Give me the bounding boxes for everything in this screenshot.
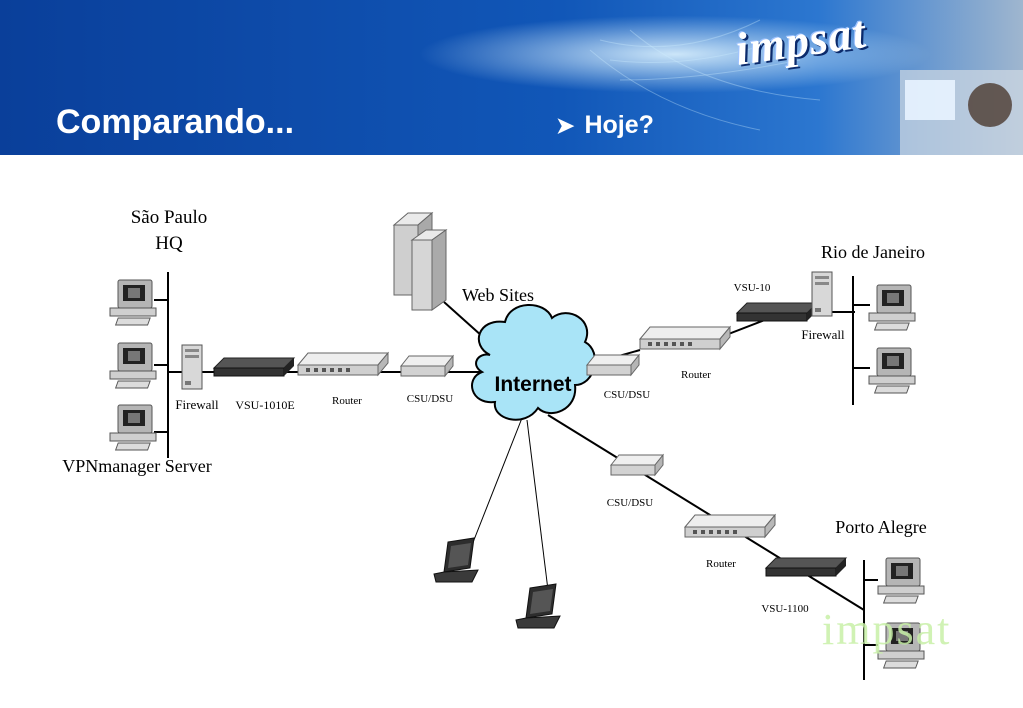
router-label: Router: [681, 369, 711, 381]
site-title-porto-alegre: Porto Alegre: [835, 517, 927, 537]
csu-dsu-label: CSU/DSU: [604, 389, 651, 401]
vsu-device-icon: [213, 357, 295, 377]
csu-dsu-label: CSU/DSU: [407, 393, 454, 405]
slide-header: impsat Comparando... ➤Hoje?: [0, 0, 1023, 155]
internet-cloud-icon: [471, 304, 596, 421]
firewall-icon: [811, 271, 833, 317]
computer-icon: [109, 342, 157, 389]
impsat-watermark: impsat: [822, 605, 952, 654]
slide-title: Comparando...: [56, 103, 295, 141]
server-computer-icon: [109, 404, 157, 451]
router-label: Router: [332, 395, 362, 407]
vsu-device-icon: [765, 557, 847, 577]
network-diagram: São Paulo HQ VPNmanager Server Firewall …: [62, 207, 927, 680]
computer-icon: [868, 347, 916, 394]
slide-subtitle: ➤ Hoje?: [556, 110, 654, 141]
firewall-label: Firewall: [175, 397, 219, 412]
computer-icon: [109, 279, 157, 326]
web-sites-label: Web Sites: [462, 285, 534, 305]
vsu-device-icon: [736, 302, 818, 322]
vpnmanager-server-label: VPNmanager Server: [62, 456, 211, 476]
csu-dsu-icon: [400, 355, 454, 377]
csu-dsu-icon: [586, 354, 640, 376]
laptop-icon: [433, 537, 479, 583]
router-label: Router: [706, 558, 736, 570]
vsu-label: VSU-1010E: [235, 398, 294, 412]
firewall-label: Firewall: [801, 327, 845, 342]
laptop-connections: [469, 417, 549, 591]
router-icon: [684, 514, 776, 538]
vsu-label: VSU-10: [734, 282, 771, 294]
header-background: [0, 0, 1023, 155]
arrow-bullet-icon: ➤: [556, 113, 575, 138]
internet-label: Internet: [494, 373, 571, 396]
csu-dsu-icon: [610, 454, 664, 476]
site-title-rio: Rio de Janeiro: [821, 242, 925, 262]
router-icon: [639, 326, 731, 350]
computer-icon: [868, 284, 916, 331]
web-server-icon: [392, 211, 448, 311]
vsu-label: VSU-1100: [761, 603, 809, 615]
site-title-sao-paulo-hq: HQ: [155, 233, 183, 254]
csu-dsu-label: CSU/DSU: [607, 497, 654, 509]
firewall-icon: [181, 344, 203, 390]
site-title-sao-paulo: São Paulo: [131, 207, 208, 228]
router-icon: [297, 352, 389, 376]
laptop-icon: [515, 583, 561, 629]
subtitle-text: Hoje?: [584, 111, 654, 139]
computer-icon: [877, 557, 925, 604]
